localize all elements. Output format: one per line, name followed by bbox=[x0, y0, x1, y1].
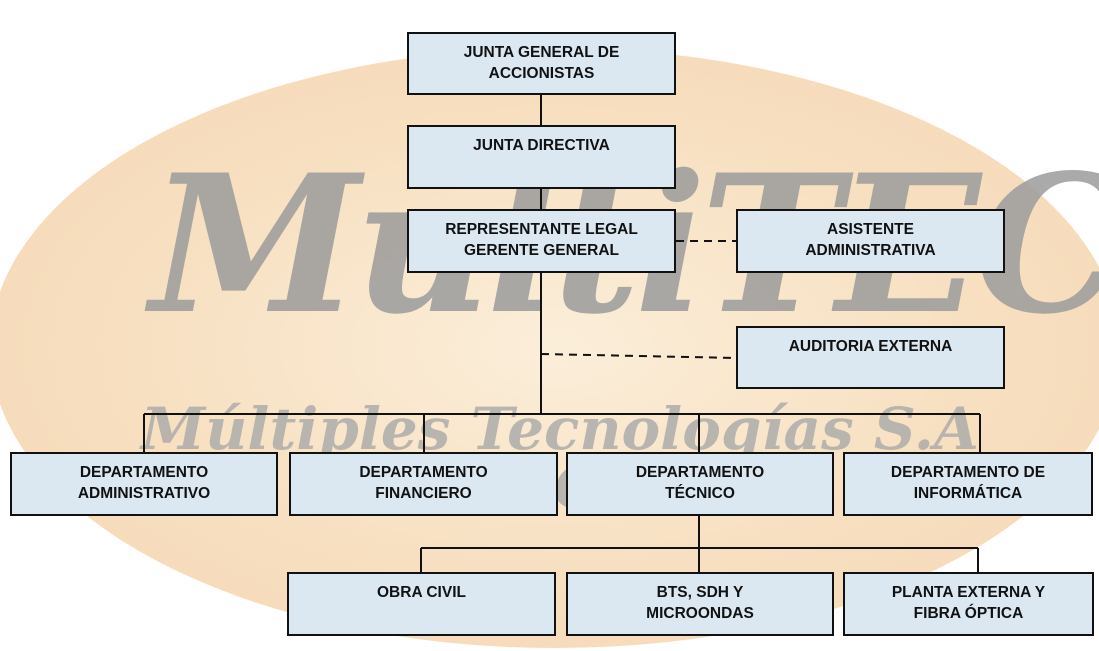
node-gerente-general: REPRESENTANTE LEGAL GERENTE GENERAL bbox=[407, 209, 676, 273]
node-line: FIBRA ÓPTICA bbox=[913, 605, 1024, 622]
node-line: FINANCIERO bbox=[375, 485, 472, 502]
node-line: PLANTA EXTERNA Y bbox=[891, 584, 1046, 601]
node-line: ADMINISTRATIVA bbox=[805, 242, 936, 259]
node-asistente-administrativa: ASISTENTE ADMINISTRATIVA bbox=[736, 209, 1005, 273]
node-line: JUNTA DIRECTIVA bbox=[473, 137, 610, 154]
node-dep-administrativo: DEPARTAMENTO ADMINISTRATIVO bbox=[10, 452, 278, 516]
node-line: TÉCNICO bbox=[665, 485, 735, 502]
node-line: ACCIONISTAS bbox=[488, 65, 595, 82]
node-line: BTS, SDH Y bbox=[656, 584, 744, 601]
node-line: REPRESENTANTE LEGAL bbox=[445, 221, 638, 238]
node-line: AUDITORIA EXTERNA bbox=[788, 338, 953, 355]
node-dep-financiero: DEPARTAMENTO FINANCIERO bbox=[289, 452, 558, 516]
node-line: OBRA CIVIL bbox=[377, 584, 466, 601]
node-junta-directiva: JUNTA DIRECTIVA bbox=[407, 125, 676, 189]
node-line: ADMINISTRATIVO bbox=[77, 485, 211, 502]
node-junta-accionistas: JUNTA GENERAL DE ACCIONISTAS bbox=[407, 32, 676, 95]
node-dep-tecnico: DEPARTAMENTO TÉCNICO bbox=[566, 452, 834, 516]
node-planta-externa: PLANTA EXTERNA Y FIBRA ÓPTICA bbox=[843, 572, 1094, 636]
node-auditoria-externa: AUDITORIA EXTERNA bbox=[736, 326, 1005, 389]
node-line: GERENTE GENERAL bbox=[463, 242, 619, 259]
connector-auditoria-dashed bbox=[540, 353, 738, 359]
node-line: DEPARTAMENTO bbox=[359, 464, 488, 481]
node-line: MICROONDAS bbox=[646, 605, 754, 622]
node-bts-sdh-microondas: BTS, SDH Y MICROONDAS bbox=[566, 572, 834, 636]
node-obra-civil: OBRA CIVIL bbox=[287, 572, 556, 636]
node-line: DEPARTAMENTO bbox=[79, 464, 209, 481]
node-dep-informatica: DEPARTAMENTO DE INFORMÁTICA bbox=[843, 452, 1093, 516]
node-line: INFORMÁTICA bbox=[913, 485, 1023, 502]
node-line: JUNTA GENERAL DE bbox=[463, 44, 620, 61]
node-line: DEPARTAMENTO DE bbox=[890, 464, 1046, 481]
node-line: ASISTENTE bbox=[827, 221, 914, 238]
node-line: DEPARTAMENTO bbox=[635, 464, 765, 481]
